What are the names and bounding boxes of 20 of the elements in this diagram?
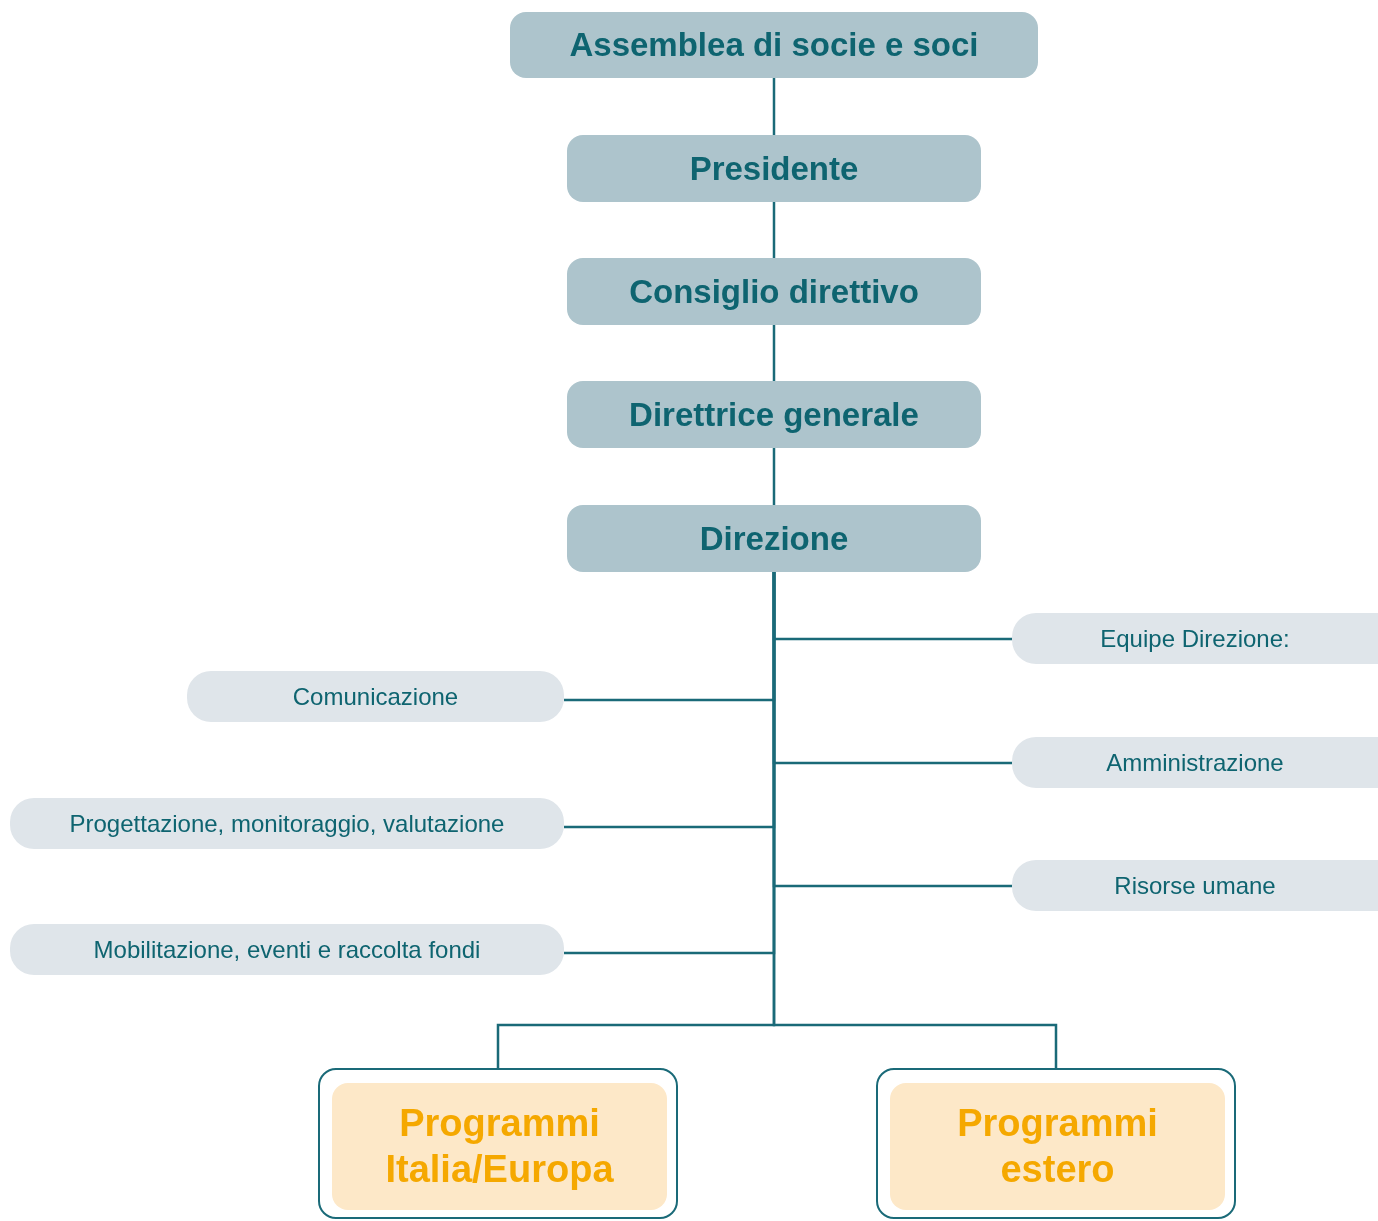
role-box: Direzione [567, 505, 981, 572]
role-box: Presidente [567, 135, 981, 202]
department-box: Risorse umane [1012, 860, 1378, 911]
program-frame [876, 1068, 1236, 1219]
department-box: Progettazione, monitoraggio, valutazione [10, 798, 564, 849]
role-box: Assemblea di socie e soci [510, 12, 1038, 78]
connector-line [772, 78, 776, 135]
connector-line [772, 325, 776, 381]
department-box: Amministrazione [1012, 737, 1378, 788]
role-box: Direttrice generale [567, 381, 981, 448]
program-box: Programmi estero [890, 1083, 1225, 1210]
connector-line [772, 202, 776, 258]
program-box: Programmi Italia/Europa [332, 1083, 667, 1210]
program-frame [318, 1068, 678, 1219]
department-box: Equipe Direzione: [1012, 613, 1378, 664]
department-box: Mobilitazione, eventi e raccolta fondi [10, 924, 564, 975]
department-box: Comunicazione [187, 671, 564, 722]
role-box: Consiglio direttivo [567, 258, 981, 325]
connector-line [772, 572, 1058, 1068]
connector-line [772, 448, 776, 505]
